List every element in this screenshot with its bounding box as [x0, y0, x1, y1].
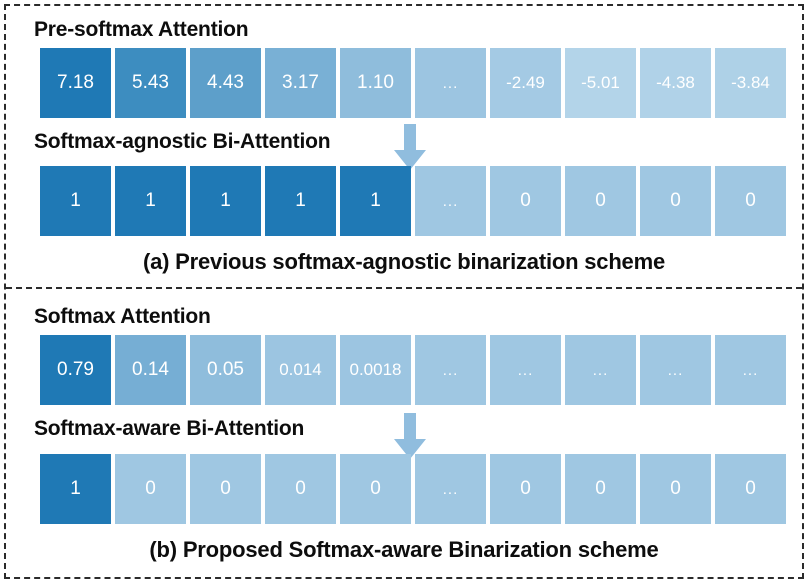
attention-cell: 0: [565, 166, 636, 236]
attention-cell: 5.43: [115, 48, 186, 118]
cell-value: 0.05: [207, 359, 244, 380]
cell-strip-softmax-attention: 0.79 0.14 0.05 0.014 0.0018...............: [40, 335, 786, 405]
cell-value: 0: [670, 478, 681, 499]
row-label-softmax-aware-bi-attention: Softmax-aware Bi-Attention: [34, 417, 305, 440]
row-label-softmax-attention: Softmax Attention: [34, 305, 211, 328]
ellipsis-label: ...: [592, 361, 609, 379]
attention-cell: -2.49: [490, 48, 561, 118]
cell-value: 0: [295, 478, 306, 499]
attention-cell: 0.79: [40, 335, 111, 405]
cell-value: 5.43: [132, 72, 169, 93]
attention-cell: 1: [115, 166, 186, 236]
caption-panel-a: (a) Previous softmax-agnostic binarizati…: [142, 249, 665, 274]
cell-value: 1: [295, 190, 306, 211]
attention-cell: 0: [490, 166, 561, 236]
ellipsis-label: ...: [742, 361, 759, 379]
ellipsis-label: ...: [517, 361, 534, 379]
cell-value: 0.0018: [349, 360, 402, 379]
cell-value: -4.38: [656, 73, 695, 92]
attention-cell: 1: [40, 166, 111, 236]
down-arrow-icon-a: [392, 124, 428, 170]
cell-value: 1: [145, 190, 156, 211]
attention-cell: 3.17: [265, 48, 336, 118]
panel-b: Softmax Attention 0.79 0.14 0.05 0.014 0.001…: [6, 289, 802, 577]
attention-cell: ...: [490, 335, 561, 405]
attention-cell: 0: [715, 166, 786, 236]
attention-cell: 0.14: [115, 335, 186, 405]
cell-value: 1: [70, 190, 81, 211]
caption-panel-b: (b) Proposed Softmax-aware Binarization …: [149, 537, 659, 562]
attention-cell: 0: [490, 454, 561, 524]
cell-value: -3.84: [731, 73, 770, 92]
cell-value: 0: [520, 190, 531, 211]
cell-strip-softmax-aware-bi-attention: 1 0 0 0 0... 0 0 0 0: [40, 454, 786, 524]
cell-value: 0: [145, 478, 156, 499]
cell-value: 0: [745, 190, 756, 211]
attention-cell: 0: [265, 454, 336, 524]
ellipsis-label: ...: [442, 192, 459, 210]
panel-a: Pre-softmax Attention 7.18 5.43 4.43 3.17 1.…: [6, 6, 802, 287]
cell-value: 1: [70, 478, 81, 499]
cell-value: 0: [595, 190, 606, 211]
ellipsis-label: ...: [442, 74, 459, 92]
attention-cell: 1: [190, 166, 261, 236]
cell-value: -5.01: [581, 73, 620, 92]
cell-value: 3.17: [282, 72, 319, 93]
attention-cell: 0: [115, 454, 186, 524]
attention-cell: ...: [415, 335, 486, 405]
attention-cell: 1.10: [340, 48, 411, 118]
attention-cell: -4.38: [640, 48, 711, 118]
panel-divider: [6, 287, 802, 289]
attention-cell: 0.014: [265, 335, 336, 405]
cell-value: 0: [595, 478, 606, 499]
attention-cell: 0.0018: [340, 335, 411, 405]
attention-cell: ...: [415, 166, 486, 236]
cell-value: 1.10: [357, 72, 394, 93]
attention-cell: 0: [190, 454, 261, 524]
attention-cell: ...: [640, 335, 711, 405]
attention-cell: 1: [40, 454, 111, 524]
cell-value: 0: [670, 190, 681, 211]
cell-value: 0: [520, 478, 531, 499]
attention-cell: 0: [715, 454, 786, 524]
attention-cell: 7.18: [40, 48, 111, 118]
cell-value: 0.014: [279, 360, 322, 379]
attention-cell: -5.01: [565, 48, 636, 118]
cell-value: 1: [220, 190, 231, 211]
ellipsis-label: ...: [667, 361, 684, 379]
cell-value: -2.49: [506, 73, 545, 92]
attention-cell: 0: [640, 454, 711, 524]
cell-strip-pre-softmax-attention: 7.18 5.43 4.43 3.17 1.10... -2.49 -5.01 -4.38 -3…: [40, 48, 786, 118]
cell-value: 0.14: [132, 359, 169, 380]
cell-value: 0: [370, 478, 381, 499]
cell-value: 7.18: [57, 72, 94, 93]
cell-value: 1: [370, 190, 381, 211]
attention-cell: 1: [265, 166, 336, 236]
down-arrow-icon-b: [392, 413, 428, 459]
cell-value: 0: [745, 478, 756, 499]
attention-cell: ...: [415, 48, 486, 118]
attention-cell: 1: [340, 166, 411, 236]
figure-outer-dashed-frame: [4, 4, 804, 579]
ellipsis-label: ...: [442, 361, 459, 379]
row-label-softmax-agnostic-bi-attention: Softmax-agnostic Bi-Attention: [34, 130, 331, 153]
attention-cell: 0: [340, 454, 411, 524]
cell-value: 4.43: [207, 72, 244, 93]
attention-cell: 0: [565, 454, 636, 524]
attention-cell: ...: [415, 454, 486, 524]
cell-value: 0: [220, 478, 231, 499]
attention-cell: 0: [640, 166, 711, 236]
attention-cell: ...: [715, 335, 786, 405]
ellipsis-label: ...: [442, 480, 459, 498]
attention-cell: 0.05: [190, 335, 261, 405]
attention-cell: 4.43: [190, 48, 261, 118]
attention-cell: ...: [565, 335, 636, 405]
cell-value: 0.79: [57, 359, 94, 380]
row-label-pre-softmax-attention: Pre-softmax Attention: [34, 18, 249, 41]
attention-cell: -3.84: [715, 48, 786, 118]
cell-strip-softmax-agnostic-bi-attention: 1 1 1 1 1... 0 0 0 0: [40, 166, 786, 236]
